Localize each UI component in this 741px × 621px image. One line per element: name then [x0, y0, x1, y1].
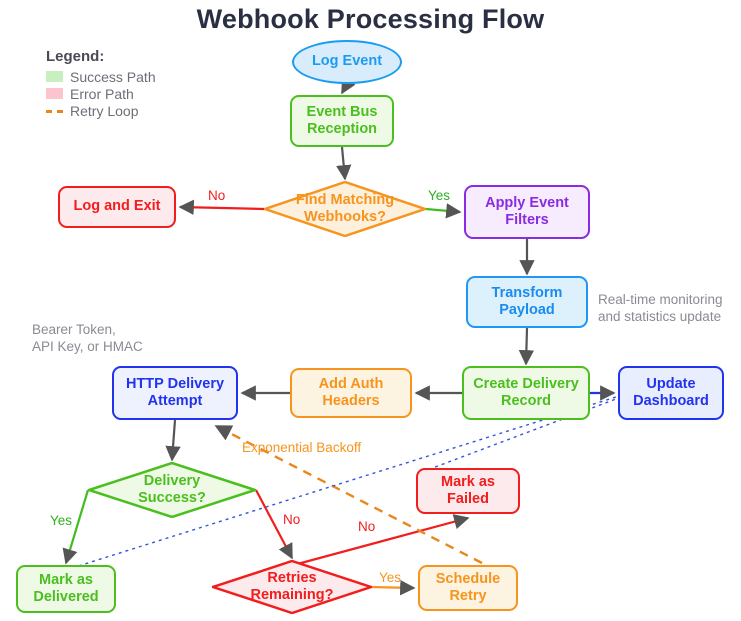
node-find-webhooks[interactable]: Find Matching Webhooks?	[264, 181, 426, 237]
node-label-http-delivery: HTTP Delivery Attempt	[125, 375, 225, 409]
legend: Legend: Success Path Error Path Retry Lo…	[46, 48, 246, 119]
page-title: Webhook Processing Flow	[196, 4, 545, 34]
node-transform[interactable]: Transform Payload	[466, 276, 588, 328]
node-label-event-bus: Event Bus Reception	[306, 103, 378, 137]
node-label-transform: Transform Payload	[491, 284, 563, 318]
node-retries-left[interactable]: Retries Remaining?	[212, 560, 372, 614]
node-schedule-retry[interactable]: Schedule Retry	[418, 565, 518, 611]
error-swatch-icon	[46, 88, 63, 99]
annotation-auth-note: Bearer Token, API Key, or HMAC	[32, 322, 143, 354]
node-label-mark-failed: Mark as Failed	[440, 473, 495, 507]
node-label-find-webhooks: Find Matching Webhooks?	[295, 191, 395, 225]
edge-label-exponential-backoff: Exponential Backoff	[242, 440, 362, 455]
node-mark-delivered[interactable]: Mark as Delivered	[16, 565, 116, 613]
edge-label-no-mark-failed: No	[358, 519, 376, 534]
retry-dash-icon	[46, 105, 63, 116]
node-apply-filters[interactable]: Apply Event Filters	[464, 185, 590, 239]
node-delivery-success[interactable]: Delivery Success?	[88, 462, 256, 518]
edge-label-no-find-webhooks: No	[208, 188, 226, 203]
node-mark-failed[interactable]: Mark as Failed	[416, 468, 520, 514]
edge-find-webhooks-no-to-log-exit	[178, 199, 265, 216]
node-http-delivery[interactable]: HTTP Delivery Attempt	[112, 366, 238, 420]
edge-label-no-delivery: No	[283, 512, 301, 527]
node-update-dashboard[interactable]: Update Dashboard	[618, 366, 724, 420]
node-event-bus[interactable]: Event Bus Reception	[290, 95, 394, 147]
edge-transform-to-create-record	[518, 327, 535, 366]
node-label-schedule-retry: Schedule Retry	[435, 570, 501, 604]
legend-heading: Legend:	[46, 48, 105, 65]
node-label-log-event: Log Event	[311, 53, 383, 70]
edge-find-webhooks-yes-to-apply-filters	[425, 203, 462, 219]
edge-label-yes-find-webhooks: Yes	[428, 188, 451, 203]
success-swatch-icon	[46, 71, 63, 82]
legend-item-retry: Retry Loop	[46, 102, 246, 119]
legend-label-success: Success Path	[70, 68, 156, 85]
annotation-realtime-note: Real-time monitoring and statistics upda…	[598, 292, 723, 324]
legend-label-retry: Retry Loop	[70, 102, 139, 119]
node-label-apply-filters: Apply Event Filters	[485, 194, 569, 228]
diamond-shape-icon	[264, 181, 426, 237]
edge-log-event-to-event-bus	[341, 77, 356, 95]
node-log-and-exit[interactable]: Log and Exit	[58, 186, 176, 228]
node-label-mark-delivered: Mark as Delivered	[33, 571, 99, 605]
node-label-add-auth: Add Auth Headers	[318, 375, 384, 409]
node-label-log-and-exit: Log and Exit	[73, 198, 161, 215]
edge-label-yes-retries: Yes	[379, 570, 402, 585]
edge-event-bus-to-find-webhooks	[336, 146, 352, 181]
node-create-record[interactable]: Create Delivery Record	[462, 366, 590, 420]
edge-label-yes-delivery: Yes	[50, 513, 73, 528]
legend-label-error: Error Path	[70, 85, 134, 102]
node-label-delivery-success: Delivery Success?	[138, 472, 206, 506]
node-label-create-record: Create Delivery Record	[473, 375, 579, 409]
legend-item-error: Error Path	[46, 85, 246, 102]
edge-retries-left-yes-to-schedule-retry	[371, 579, 416, 596]
edge-http-delivery-to-delivery-success	[165, 419, 181, 462]
legend-item-success: Success Path	[46, 68, 246, 85]
node-label-retries-left: Retries Remaining?	[250, 569, 334, 603]
node-add-auth[interactable]: Add Auth Headers	[290, 368, 412, 418]
node-label-update-dashboard: Update Dashboard	[633, 375, 709, 409]
node-log-event[interactable]: Log Event	[292, 40, 402, 84]
